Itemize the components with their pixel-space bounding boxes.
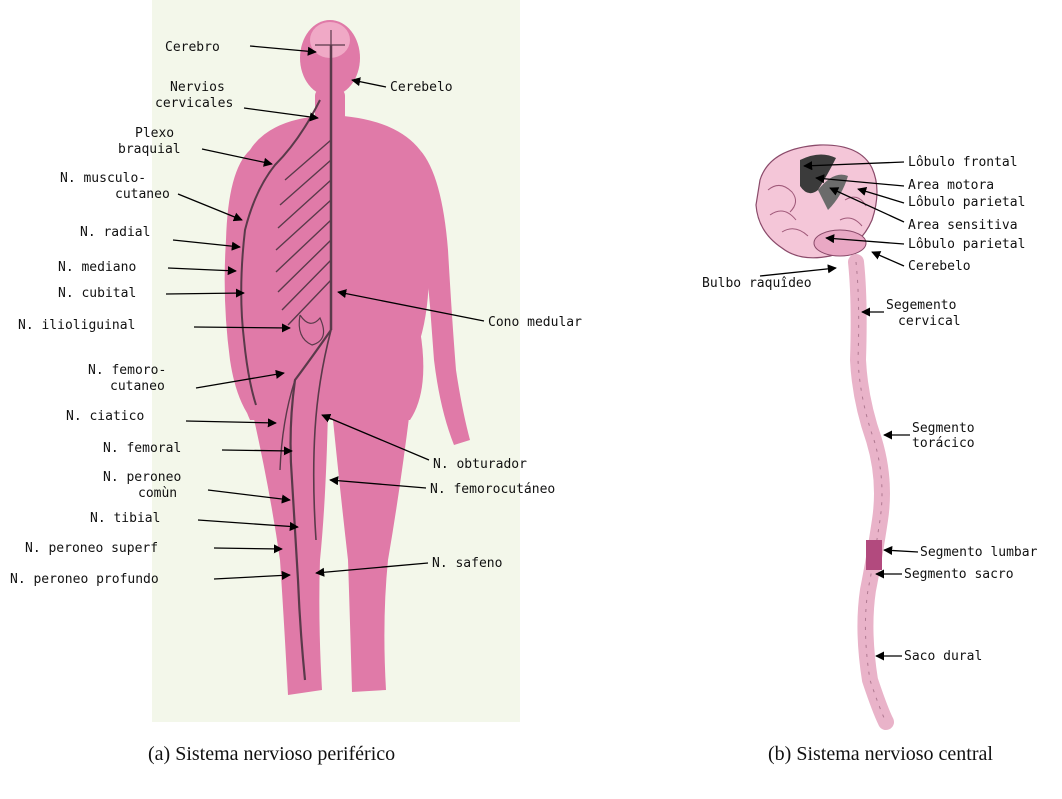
figure-b-central [738, 140, 906, 724]
label-radial: N. radial [80, 225, 150, 240]
label-femorocutaneo-1: N. femoro- [88, 363, 166, 378]
label-femorocutaneo-2: cutaneo [110, 379, 165, 394]
label-musculocutaneo-1: N. musculo- [60, 171, 146, 186]
label-mediano: N. mediano [58, 260, 136, 275]
label-ciatico: N. ciatico [66, 409, 144, 424]
label-bulbo: Bulbo raquîdeo [702, 276, 812, 291]
label-nervios-cervicales-1: Nervios [170, 80, 225, 95]
label-nervios-cervicales-2: cervicales [155, 96, 233, 111]
label-cerebro: Cerebro [165, 40, 220, 55]
label-saco-dural: Saco dural [904, 649, 982, 664]
label-cerebelo-b: Cerebelo [908, 259, 971, 274]
segment-lumbar-shape [866, 540, 882, 570]
label-area-sensitiva: Area sensitiva [908, 218, 1018, 233]
label-peroneo-profundo: N. peroneo profundo [10, 572, 159, 587]
label-tibial: N. tibial [90, 511, 160, 526]
caption-b: (b) Sistema nervioso central [768, 743, 993, 765]
label-ilioliguinal: N. ilioliguinal [18, 318, 135, 333]
label-cono-medular: Cono medular [488, 315, 582, 330]
label-peroneo-comun-2: comùn [138, 486, 177, 501]
label-seg-toracico-2: torácico [912, 436, 975, 451]
label-seg-cervical-2: cervical [898, 314, 961, 329]
label-safeno: N. safeno [432, 556, 502, 571]
label-lobulo-parietal-2: Lôbulo parietal [908, 237, 1025, 252]
label-plexo-braquial-2: braquial [118, 142, 181, 157]
caption-a: (a) Sistema nervioso periférico [148, 743, 395, 765]
label-peroneo-superf: N. peroneo superf [25, 541, 158, 556]
label-lobulo-parietal-1: Lôbulo parietal [908, 195, 1025, 210]
label-musculocutaneo-2: cutaneo [115, 187, 170, 202]
label-seg-toracico-1: Segmento [912, 421, 975, 436]
label-plexo-braquial-1: Plexo [135, 126, 174, 141]
label-seg-lumbar: Segmento lumbar [920, 545, 1038, 560]
label-femoral: N. femoral [103, 441, 181, 456]
cerebellum-shape [814, 230, 866, 256]
label-femorocutaneo-b: N. femorocutáneo [430, 482, 555, 497]
label-seg-cervical-1: Segemento [886, 298, 956, 313]
label-lobulo-frontal: Lôbulo frontal [908, 155, 1018, 170]
label-peroneo-comun-1: N. peroneo [103, 470, 181, 485]
label-seg-sacro: Segmento sacro [904, 567, 1014, 582]
label-cubital: N. cubital [58, 286, 136, 301]
label-obturador: N. obturador [433, 457, 527, 472]
label-area-motora: Area motora [908, 178, 994, 193]
label-cerebelo: Cerebelo [390, 80, 453, 95]
